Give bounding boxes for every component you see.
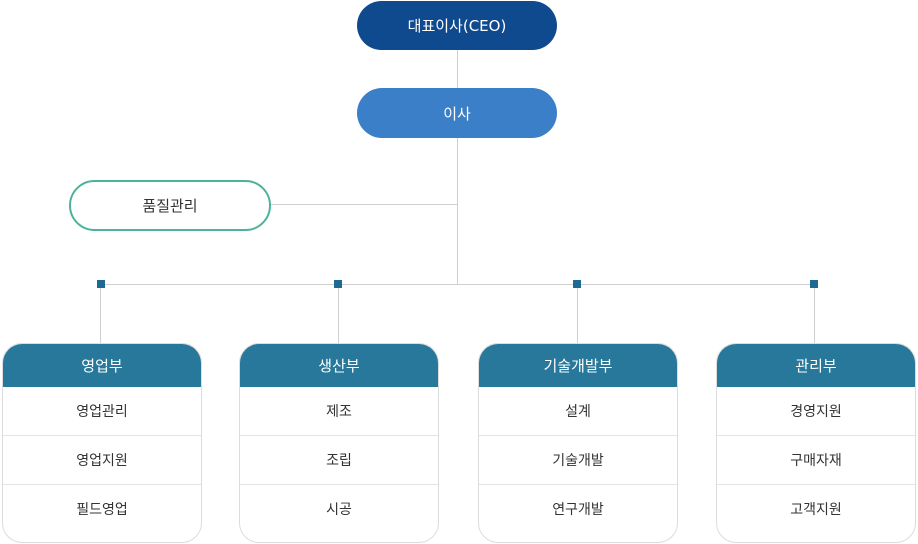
- junction-dot-1: [97, 280, 105, 288]
- connector-branch: [101, 284, 814, 285]
- dept-item: 연구개발: [552, 502, 604, 518]
- dept-item: 영업관리: [3, 387, 201, 436]
- dept-production: 생산부 제조 조립 시공: [239, 343, 439, 543]
- dept-item: 필드영업: [76, 502, 128, 518]
- dept-item: 구매자재: [717, 436, 915, 485]
- dept-item: 시공: [326, 502, 352, 518]
- connector-trunk: [457, 138, 458, 285]
- ceo-node: 대표이사(CEO): [357, 1, 557, 50]
- connector-quality: [271, 204, 458, 205]
- connector-dept-3: [577, 284, 578, 343]
- quality-node: 품질관리: [69, 180, 271, 231]
- dept-item: 고객지원: [790, 502, 842, 518]
- dept-item: 경영지원: [717, 387, 915, 436]
- dept-rnd-title: 기술개발부: [479, 344, 677, 387]
- dept-item: 기술개발: [479, 436, 677, 485]
- dept-rnd: 기술개발부 설계 기술개발 연구개발: [478, 343, 678, 543]
- junction-dot-2: [334, 280, 342, 288]
- dept-sales-title: 영업부: [3, 344, 201, 387]
- director-node: 이사: [357, 88, 557, 138]
- dept-item: 영업지원: [3, 436, 201, 485]
- junction-dot-4: [810, 280, 818, 288]
- dept-management: 관리부 경영지원 구매자재 고객지원: [716, 343, 916, 543]
- connector-dept-4: [814, 284, 815, 343]
- dept-management-title: 관리부: [717, 344, 915, 387]
- connector-dept-2: [338, 284, 339, 343]
- dept-item: 설계: [479, 387, 677, 436]
- dept-production-title: 생산부: [240, 344, 438, 387]
- dept-item: 조립: [240, 436, 438, 485]
- connector-ceo-director: [457, 50, 458, 88]
- junction-dot-3: [573, 280, 581, 288]
- dept-item: 제조: [240, 387, 438, 436]
- dept-sales: 영업부 영업관리 영업지원 필드영업: [2, 343, 202, 543]
- connector-dept-1: [100, 284, 101, 343]
